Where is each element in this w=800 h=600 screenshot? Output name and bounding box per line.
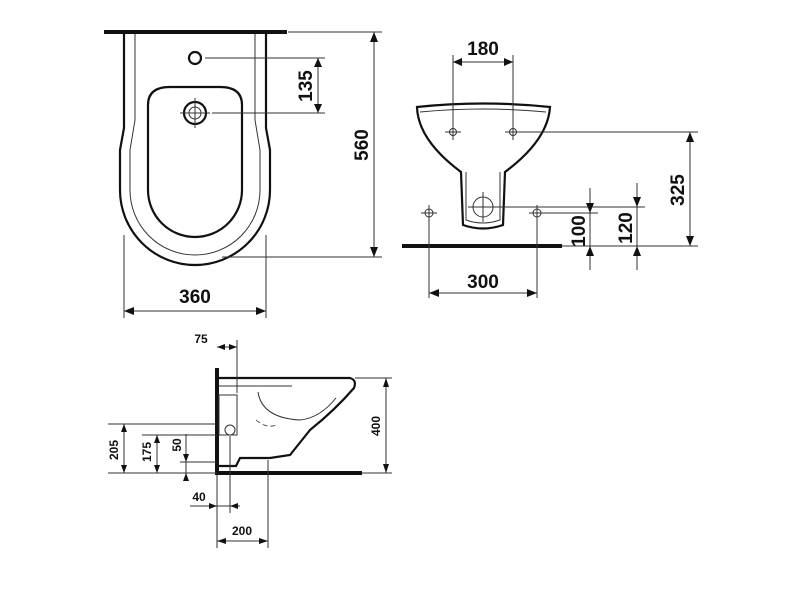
dim-205-label: 205	[107, 440, 121, 460]
dim-50-label: 50	[170, 438, 184, 452]
dim-120-label: 120	[616, 212, 637, 244]
dim-100-label: 100	[569, 215, 590, 247]
front-view: 180 300 325 120 100	[402, 39, 698, 298]
bidet-outline-top	[118, 34, 272, 267]
bowl-outline-top	[146, 85, 244, 239]
tap-hole	[187, 50, 203, 66]
dim-175-label: 175	[140, 442, 154, 462]
bidet-outline-front	[415, 102, 552, 230]
dim-400-label: 400	[369, 416, 383, 436]
fixing-hole-side	[224, 424, 236, 436]
dim-40-label: 40	[192, 490, 206, 504]
dim-360-label: 360	[179, 287, 211, 308]
top-view: 135 560 360	[104, 30, 382, 318]
bidet-rim-top	[129, 34, 261, 256]
side-view: 75 400 205 175 50 40	[107, 332, 392, 548]
dim-135-label: 135	[296, 70, 317, 102]
dim-75-label: 75	[194, 332, 208, 346]
dim-200-label: 200	[232, 524, 252, 538]
dim-560-label: 560	[352, 129, 373, 161]
dim-180-label: 180	[467, 39, 499, 60]
dim-325-label: 325	[668, 174, 689, 206]
fixing-bracket-side	[218, 394, 238, 436]
dim-300-label: 300	[467, 272, 499, 293]
bidet-outline-side	[219, 376, 356, 468]
